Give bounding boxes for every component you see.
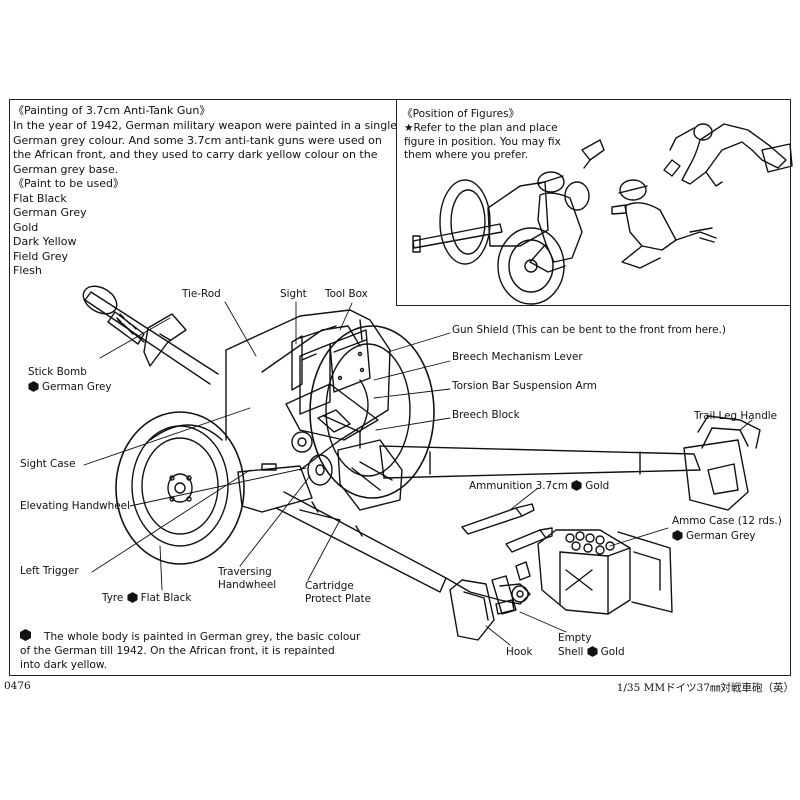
paint-line-3: the African front, and they used to carr… xyxy=(13,148,378,161)
paint-list-heading: 《Paint to be used》 xyxy=(13,177,124,190)
label-tyre: Tyre Flat Black xyxy=(102,592,191,605)
paint-line-2: German grey colour. And some 3.7cm anti-… xyxy=(13,133,382,147)
paint-flesh: Flesh xyxy=(13,264,42,277)
paint-dark-yellow: Dark Yellow xyxy=(13,235,77,248)
label-ammo-case: Ammo Case (12 rds.) xyxy=(672,515,782,527)
paint-line-4: German grey base. xyxy=(13,162,119,176)
label-hook: Hook xyxy=(506,646,533,658)
hex-icon xyxy=(672,530,683,541)
hex-bullet-note xyxy=(20,629,31,641)
label-stick-bomb: Stick Bomb xyxy=(28,366,87,378)
tyre-text: Tyre xyxy=(102,592,124,604)
hex-icon xyxy=(571,480,582,491)
ammo-case-color-text: German Grey xyxy=(686,530,756,542)
note-line-2: of the German till 1942. On the African … xyxy=(20,645,335,657)
label-cartridge-1: Cartridge xyxy=(305,580,354,592)
label-gun-shield: Gun Shield (This can be bent to the fron… xyxy=(452,324,726,336)
footer-title: 1/35 MMドイツ37㎜対戦車砲（英） xyxy=(616,682,794,694)
label-stick-bomb-color: German Grey xyxy=(28,381,112,394)
label-traversing-2: Handwheel xyxy=(218,579,277,591)
paint-field-grey: Field Grey xyxy=(13,249,68,263)
label-breech-lever: Breech Mechanism Lever xyxy=(452,351,583,363)
label-elevating-handwheel: Elevating Handwheel xyxy=(20,500,130,512)
figures-heading: 《Position of Figures》 xyxy=(402,108,520,120)
empty-color-text: Gold xyxy=(600,646,625,658)
main-gun-illustration xyxy=(82,285,761,646)
note-line-3: into dark yellow. xyxy=(20,659,107,671)
figures-line-3: them where you prefer. xyxy=(404,149,529,161)
label-sight: Sight xyxy=(280,288,307,300)
ammunition-color-text: Gold xyxy=(585,480,610,492)
label-breech-block: Breech Block xyxy=(452,409,520,421)
tyre-color-text: Flat Black xyxy=(140,592,192,604)
empty-shell-text: Shell xyxy=(558,646,584,658)
figures-box xyxy=(396,100,790,306)
figures-line-2: figure in position. You may fix xyxy=(404,135,561,148)
paint-flat-black: Flat Black xyxy=(13,191,67,205)
label-empty-1: Empty xyxy=(558,632,592,644)
stick-bomb-color-text: German Grey xyxy=(42,381,112,393)
paint-heading: 《Painting of 3.7cm Anti-Tank Gun》 xyxy=(13,104,211,117)
label-tie-rod: Tie-Rod xyxy=(182,288,221,300)
label-ammunition: Ammunition 3.7cm Gold xyxy=(469,480,609,493)
hex-icon xyxy=(28,381,39,392)
label-empty-2: Shell Gold xyxy=(558,646,625,659)
note-line-1: The whole body is painted in German grey… xyxy=(44,631,361,643)
figures-line-1: ★Refer to the plan and place xyxy=(404,122,558,134)
hex-icon xyxy=(127,592,138,603)
paint-line-1: In the year of 1942, German military wea… xyxy=(13,119,398,132)
label-cartridge-2: Protect Plate xyxy=(305,593,372,605)
label-trail-leg-handle: Trail Leg Handle xyxy=(694,410,778,422)
label-left-trigger: Left Trigger xyxy=(20,565,79,577)
footer-code: 0476 xyxy=(4,680,31,692)
paint-german-grey: German Grey xyxy=(13,206,87,219)
label-sight-case: Sight Case xyxy=(20,458,76,470)
figures-plan-illustration xyxy=(412,123,793,305)
ammunition-text: Ammunition 3.7cm xyxy=(469,480,568,492)
hex-icon xyxy=(587,646,598,657)
paint-gold: Gold xyxy=(13,220,39,234)
instruction-frame xyxy=(9,99,791,676)
label-tool-box: Tool Box xyxy=(325,288,368,300)
label-traversing-1: Traversing xyxy=(218,566,272,578)
label-torsion-bar: Torsion Bar Suspension Arm xyxy=(452,380,597,392)
label-ammo-case-color: German Grey xyxy=(672,530,756,543)
